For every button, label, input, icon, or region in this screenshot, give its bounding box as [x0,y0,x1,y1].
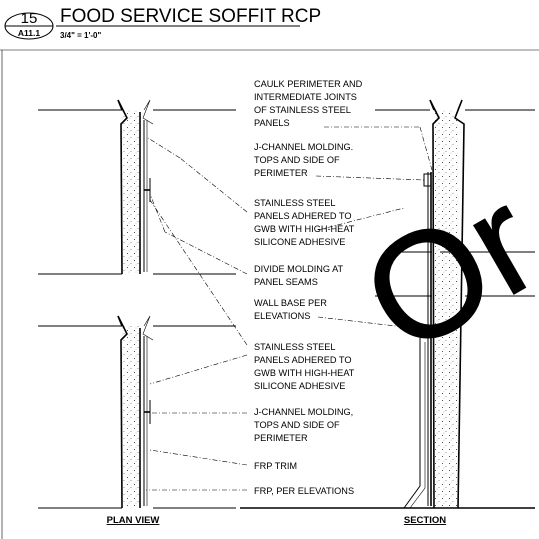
note-line: ELEVATIONS [254,311,310,321]
note-line: STAINLESS STEEL [254,342,336,352]
note-jchannel-top: J-CHANNEL MOLDING. TOPS AND SIDE OF PERI… [254,142,353,178]
note-line: SILICONE ADHESIVE [254,381,345,391]
note-frp: FRP, PER ELEVATIONS [254,486,354,496]
note-line: GWB WITH HIGH-HEAT [254,224,355,234]
note-caulk-perimeter: CAULK PERIMETER AND INTERMEDIATE JOINTS … [254,79,363,128]
note-line: TOPS AND SIDE OF [254,420,340,430]
note-line: TOPS AND SIDE OF [254,155,340,165]
plan-view-upper [38,99,236,275]
note-line: SILICONE ADHESIVE [254,237,345,247]
detail-number: 15 [21,10,38,27]
note-line: FRP TRIM [254,461,297,471]
section-view [240,99,535,509]
detail-header: 15 A11.1 FOOD SERVICE SOFFIT RCP 3/4" = … [0,6,539,539]
note-line: STAINLESS STEEL [254,198,336,208]
detail-scale: 3/4" = 1'-0" [60,31,101,40]
note-line: J-CHANNEL MOLDING. [254,142,353,152]
plan-view-label: PLAN VIEW [107,515,160,526]
detail-title: FOOD SERVICE SOFFIT RCP [60,6,321,27]
note-line: PERIMETER [254,168,308,178]
section-label: SECTION [404,515,446,526]
note-jchannel-bottom: J-CHANNEL MOLDING, TOPS AND SIDE OF PERI… [254,407,353,443]
note-line: J-CHANNEL MOLDING, [254,407,353,417]
note-line: OF STAINLESS STEEL [254,105,351,115]
note-line: DIVIDE MOLDING AT [254,264,344,274]
note-line: FRP, PER ELEVATIONS [254,486,354,496]
plan-view-lower [38,315,236,509]
note-line: INTERMEDIATE JOINTS [254,92,357,102]
note-divide-molding: DIVIDE MOLDING AT PANEL SEAMS [254,264,344,287]
note-stainless-steel-bottom: STAINLESS STEEL PANELS ADHERED TO GWB WI… [254,342,355,391]
note-line: PANELS [254,118,290,128]
watermark-text: Or [336,156,539,385]
note-frp-trim: FRP TRIM [254,461,297,471]
note-line: GWB WITH HIGH-HEAT [254,368,355,378]
note-line: PERIMETER [254,433,308,443]
note-stainless-steel-top: STAINLESS STEEL PANELS ADHERED TO GWB WI… [254,198,355,247]
note-line: WALL BASE PER [254,298,327,308]
sheet-reference: A11.1 [18,28,40,38]
note-line: CAULK PERIMETER AND [254,79,363,89]
note-wall-base: WALL BASE PER ELEVATIONS [254,298,327,321]
note-line: PANELS ADHERED TO [254,211,352,221]
note-line: PANELS ADHERED TO [254,355,352,365]
note-line: PANEL SEAMS [254,277,318,287]
leader-lines [146,126,433,491]
